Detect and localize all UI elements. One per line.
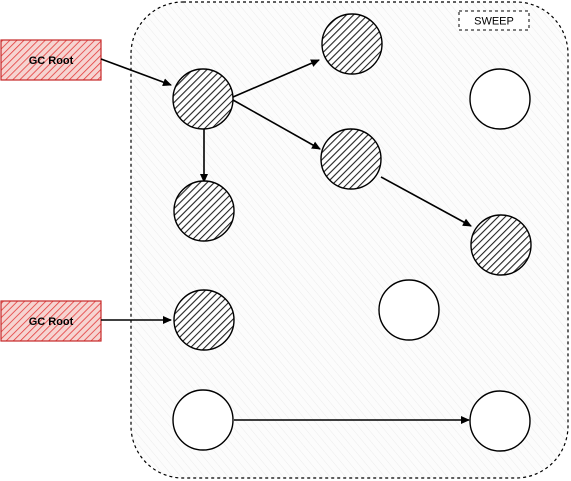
marked-objects — [172, 13, 532, 351]
edge-n1-n3 — [232, 99, 321, 150]
unmarked-object-node — [469, 390, 531, 452]
unmarked-objects — [172, 68, 531, 452]
marked-object-node — [172, 68, 234, 130]
sweep-label-box: SWEEP — [458, 10, 530, 31]
edge-n3-n5 — [380, 176, 472, 227]
edge-root1-n1 — [100, 58, 172, 86]
marked-object-node — [320, 128, 382, 190]
unmarked-object-node — [469, 68, 531, 130]
marked-object-node — [470, 214, 532, 276]
gc-root-2: GC Root — [0, 300, 102, 342]
marked-object-node — [173, 289, 235, 351]
edges — [100, 58, 472, 424]
unmarked-object-node — [378, 279, 440, 341]
marked-object-node — [173, 180, 235, 242]
gc-root-label: GC Root — [29, 316, 74, 328]
unmarked-object-node — [172, 389, 234, 451]
marked-object-node — [321, 13, 383, 75]
gc-root-label: GC Root — [29, 55, 74, 67]
sweep-region — [130, 1, 569, 479]
gc-root-1: GC Root — [0, 39, 102, 81]
sweep-label: SWEEP — [474, 16, 514, 28]
edge-n1-n2 — [232, 59, 320, 98]
